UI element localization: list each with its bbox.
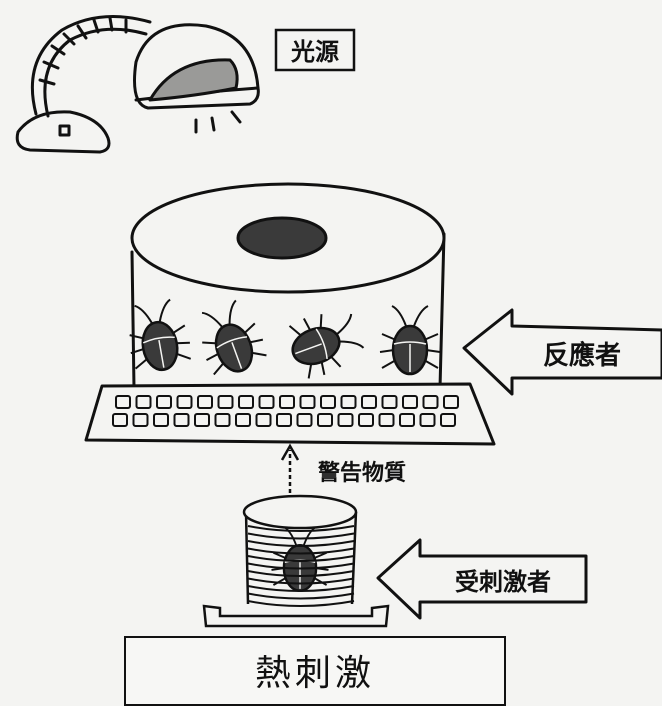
light-source-label: 光源: [290, 38, 339, 66]
mesh-platform: [84, 382, 496, 446]
responder-label: 反應者: [543, 340, 621, 371]
insect-1: [129, 298, 192, 372]
insect-2: [201, 299, 267, 376]
heat-stimulus-box: 熱刺激: [124, 636, 506, 706]
insect-3: [288, 313, 365, 379]
chamber-icon: [130, 182, 446, 390]
insect-4: [379, 305, 441, 376]
light-source-tag: 光源: [274, 28, 356, 72]
warning-substance-label: 警告物質: [317, 460, 406, 486]
heat-stimulus-label: 熱刺激: [254, 653, 375, 694]
up-arrow-icon: [280, 443, 300, 500]
stimulated-label: 受刺激者: [455, 568, 551, 596]
insect-stimulated: [271, 525, 329, 592]
lamp-icon: [15, 15, 260, 154]
tray-icon: [202, 604, 390, 628]
stimulated-cage-icon: [242, 494, 358, 607]
responder-arrow-icon: 反應者: [462, 308, 662, 396]
stimulated-arrow-icon: 受刺激者: [376, 538, 588, 620]
